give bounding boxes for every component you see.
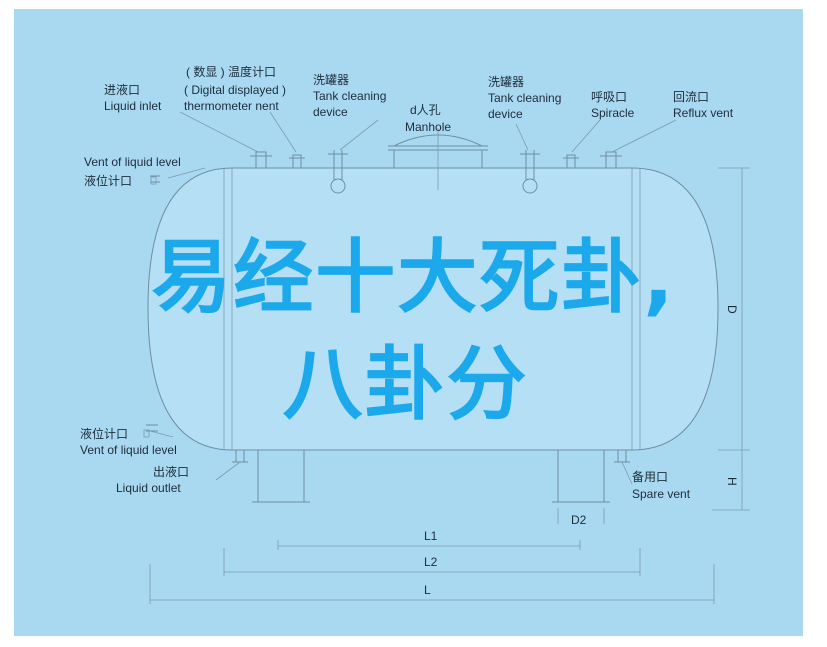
level-vent-bottom — [146, 424, 158, 432]
dimension-lines — [149, 167, 750, 604]
label-thermometer-en-2: thermometer nent — [184, 99, 279, 113]
label-manhole-en: Manhole — [405, 120, 451, 134]
small-box-top — [150, 176, 157, 185]
overlay-title-line-1: 易经十大死卦, — [151, 231, 676, 324]
label-vent-level-bottom-en: Vent of liquid level — [80, 443, 177, 457]
label-outlet-en: Liquid outlet — [116, 481, 181, 495]
label-manhole-cn: d人孔 — [410, 103, 441, 117]
dim-h: H — [725, 477, 739, 486]
leader-lines — [149, 111, 677, 485]
label-tank-clean-1-cn: 洗罐器 — [313, 73, 349, 87]
dim-l2: L2 — [424, 555, 438, 569]
label-spare-en: Spare vent — [632, 487, 691, 501]
label-thermometer-cn: ( 数显 ) 温度计口 — [186, 64, 276, 79]
nozzle-tank-clean-2 — [520, 150, 540, 194]
manhole — [388, 128, 488, 190]
nozzle-spare — [614, 449, 630, 463]
label-spiracle-en: Spiracle — [591, 106, 635, 120]
label-vent-level-top-en: Vent of liquid level — [84, 155, 181, 169]
label-tank-clean-2-en-1: Tank cleaning — [488, 91, 561, 105]
label-liquid-inlet-en: Liquid inlet — [104, 99, 162, 113]
label-reflux-en: Reflux vent — [673, 106, 734, 120]
dimension-labels: D H D2 L1 L2 L — [424, 305, 739, 597]
level-vent-top — [150, 175, 160, 183]
nozzle-spiracle — [563, 154, 579, 169]
nozzle-reflux — [600, 151, 622, 169]
dim-l: L — [424, 583, 431, 597]
label-vent-level-top-cn: 液位计口 — [84, 173, 132, 188]
label-tank-clean-2-cn: 洗罐器 — [488, 75, 524, 89]
label-outlet-cn: 出液口 — [153, 464, 189, 479]
nozzle-thermometer — [289, 154, 305, 169]
nozzle-tank-clean-1 — [328, 150, 348, 194]
label-liquid-inlet-cn: 进液口 — [104, 82, 140, 97]
label-spare-cn: 备用口 — [632, 470, 668, 484]
label-reflux-cn: 回流口 — [673, 90, 709, 104]
label-tank-clean-2-en-2: device — [488, 107, 523, 121]
tank-body — [147, 167, 719, 451]
dim-d2: D2 — [571, 513, 587, 527]
label-thermometer-en-1: ( Digital displayed ) — [184, 83, 286, 97]
dim-d: D — [725, 305, 739, 314]
dim-l1: L1 — [424, 529, 438, 543]
label-tank-clean-1-en-2: device — [313, 105, 348, 119]
nozzle-outlet — [232, 449, 248, 463]
label-vent-level-bottom-cn: 液位计口 — [80, 426, 128, 441]
diagram-labels: 进液口 Liquid inlet ( 数显 ) 温度计口 ( Digital d… — [80, 64, 734, 501]
label-tank-clean-1-en-1: Tank cleaning — [313, 89, 386, 103]
overlay-title-line-2: 八卦分 — [282, 338, 529, 431]
tank-legs — [252, 449, 610, 503]
small-box-bottom — [143, 429, 150, 438]
nozzle-liquid-inlet — [250, 151, 272, 169]
label-spiracle-cn: 呼吸口 — [591, 90, 627, 104]
